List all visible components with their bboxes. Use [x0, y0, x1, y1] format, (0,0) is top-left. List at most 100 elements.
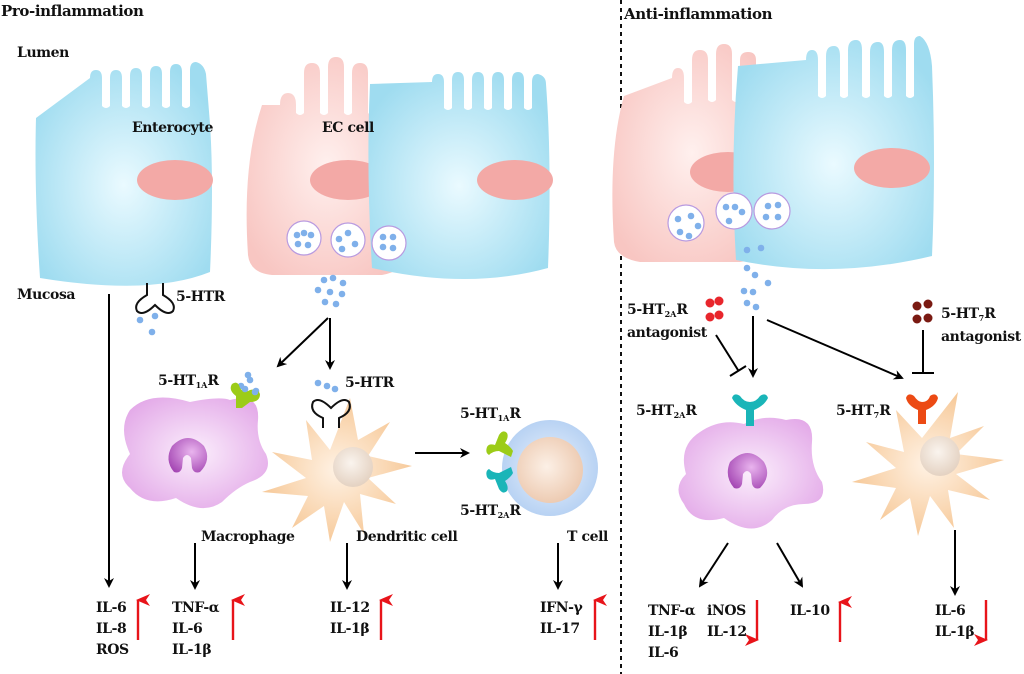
receptor-5htr-enterocyte [135, 283, 175, 314]
label-5ht2a-tcell: 5-HT2AR [460, 504, 521, 519]
subscript: 7 [873, 410, 880, 420]
t-cell [486, 420, 598, 516]
suffix: R [685, 403, 697, 419]
cytokine: IL-1β [648, 624, 688, 640]
label-5ht1a-tcell: 5-HT1AR [460, 407, 521, 422]
suffix: R [984, 306, 996, 322]
subscript: 1A [497, 413, 510, 423]
cytokine: TNF-α [172, 600, 220, 616]
dendritic-cell-left [262, 398, 412, 542]
cytokine: IL-12 [707, 624, 747, 640]
label-5ht1a-macrophage: 5-HT1AR [158, 374, 219, 389]
label-ec-cell: EC cell [322, 120, 374, 136]
cytokine: IL-6 [648, 645, 679, 661]
cytokine: IL-12 [330, 600, 370, 616]
subscript: 2A [664, 309, 677, 319]
cytokine: IL-6 [96, 600, 127, 616]
receptor-5ht1a-tcell [486, 431, 513, 457]
enterocyte-cell-anti [733, 36, 934, 270]
receptor-5ht7 [906, 394, 938, 424]
macrophage-left [122, 382, 268, 509]
arrow-macrophage-il10 [776, 542, 804, 588]
receptor-name: 5-HT7R [941, 305, 1021, 328]
cytokine: IL-1β [330, 621, 370, 637]
label-dendritic: Dendritic cell [356, 529, 458, 545]
nucleus [854, 148, 930, 188]
ht2a-antagonist-dots [705, 296, 724, 322]
output-anti-macrophage-a: TNF-α IL-1β IL-6 [648, 601, 696, 664]
nucleus [310, 160, 386, 200]
suffix: R [207, 373, 219, 389]
cytokine: iNOS [707, 603, 746, 619]
suffix: R [509, 406, 521, 422]
subscript: 2A [497, 510, 510, 520]
cytokine: IL-1β [172, 642, 212, 658]
ht7-antagonist-dots [912, 299, 933, 324]
label-tcell: T cell [567, 529, 608, 545]
output-anti-macrophage-b: iNOS IL-12 [707, 601, 747, 643]
suffix: R [509, 503, 521, 519]
arrow-ec-to-macrophage [276, 317, 329, 368]
output-anti-dendritic: IL-6 IL-1β [935, 601, 975, 643]
prefix: 5-HT [941, 306, 979, 322]
region-mucosa: Mucosa [17, 287, 76, 303]
output-tcell: IFN-γ IL-17 [540, 598, 583, 640]
output-dendritic: IL-12 IL-1β [330, 598, 370, 640]
serotonin-molecules [674, 201, 782, 311]
output-macrophage: TNF-α IL-6 IL-1β [172, 598, 220, 661]
ec-cell [246, 57, 408, 275]
receptor-5ht2a-tcell [486, 467, 513, 493]
receptor-5htr-dendritic [311, 399, 351, 428]
arrow-to-ht7 [766, 319, 904, 380]
nucleus [137, 160, 213, 200]
label-enterocyte: Enterocyte [132, 120, 213, 136]
prefix: 5-HT [627, 302, 665, 318]
label-5ht7-antagonist: 5-HT7R antagonist [941, 305, 1021, 347]
label-5htr-dendritic: 5-HTR [345, 375, 394, 391]
prefix: 5-HT [460, 406, 498, 422]
cytokine: IL-8 [96, 621, 127, 637]
panel-title-pro: Pro-inflammation [1, 2, 144, 20]
label-5htr-enterocyte: 5-HTR [176, 289, 225, 305]
cytokine: IFN-γ [540, 600, 583, 616]
receptor-5ht2a [732, 394, 768, 426]
antagonist-text: antagonist [941, 329, 1021, 345]
cytokine: TNF-α [648, 603, 696, 619]
antagonist-text: antagonist [627, 325, 707, 341]
macrophage-right [678, 394, 824, 529]
region-lumen: Lumen [17, 45, 69, 61]
prefix: 5-HT [636, 403, 674, 419]
nucleus [477, 160, 553, 200]
label-5ht2a-antagonist: 5-HT2AR antagonist [627, 301, 707, 343]
panel-title-anti: Anti-inflammation [624, 5, 773, 23]
arrow-macrophage-pro [698, 542, 729, 588]
subscript: 2A [673, 410, 686, 420]
cytokine: IL-6 [172, 621, 203, 637]
inhibit-ht2a [715, 334, 747, 377]
serotonin-vesicles [286, 220, 407, 261]
prefix: 5-HT [158, 373, 196, 389]
dendritic-cell-right [852, 392, 1004, 536]
cytokine: IL-6 [935, 603, 966, 619]
receptor-name: 5-HT2AR [627, 301, 707, 324]
cytokine: ROS [96, 642, 129, 658]
subscript: 1A [195, 380, 208, 390]
suffix: R [879, 403, 891, 419]
output-anti-macrophage-c: IL-10 [790, 601, 830, 622]
output-enterocyte: IL-6 IL-8 ROS [96, 598, 129, 661]
cytokine: IL-10 [790, 603, 830, 619]
enterocyte-cell-left [35, 62, 213, 286]
prefix: 5-HT [836, 403, 874, 419]
cytokine: IL-17 [540, 621, 580, 637]
suffix: R [676, 302, 688, 318]
receptor-5ht1a [230, 382, 260, 408]
inhibit-ht7 [912, 330, 934, 374]
label-macrophage: Macrophage [201, 529, 295, 545]
cytokine: IL-1β [935, 624, 975, 640]
prefix: 5-HT [460, 503, 498, 519]
subscript: 7 [978, 313, 985, 323]
label-5ht2a-macrophage: 5-HT2AR [636, 404, 697, 419]
label-5ht7-dendritic: 5-HT7R [836, 403, 891, 420]
serotonin-molecules [136, 229, 397, 395]
